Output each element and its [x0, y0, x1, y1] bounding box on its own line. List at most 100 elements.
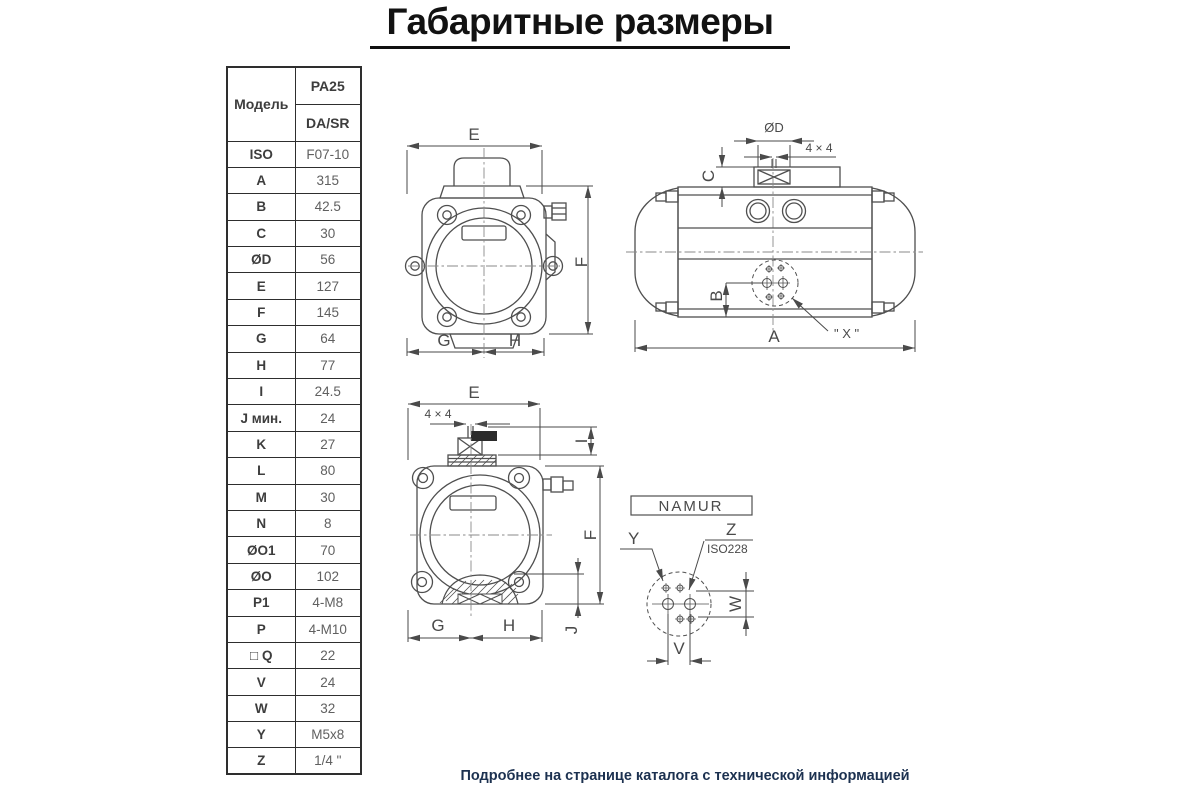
- x-position-label: " X ": [834, 326, 860, 341]
- model-name-cell: PA25: [294, 66, 362, 105]
- value-cell: 4-M8: [294, 589, 362, 617]
- page-title-block: Габаритные размеры: [370, 2, 790, 49]
- dim-label-e: E: [468, 383, 479, 402]
- dim-label-v: V: [673, 639, 685, 658]
- param-cell: E: [226, 272, 296, 300]
- dim-label-z: Z: [726, 520, 736, 539]
- param-cell: M: [226, 483, 296, 511]
- dim-label-key: 4 × 4: [424, 407, 451, 421]
- value-cell: 8: [294, 509, 362, 538]
- dim-label-h: H: [503, 616, 515, 635]
- param-cell: ISO: [226, 140, 296, 168]
- namur-title: NAMUR: [659, 498, 724, 515]
- front-view-top-drawing: E F G H: [392, 122, 602, 367]
- dim-label-f: F: [572, 257, 591, 267]
- dim-label-b: B: [707, 290, 726, 301]
- dimension-lines: [406, 142, 593, 356]
- centerlines: [626, 158, 923, 332]
- param-cell: C: [226, 219, 296, 248]
- table-row: J мин.24: [226, 404, 362, 432]
- value-cell: 24.5: [294, 378, 362, 406]
- value-cell: 22: [294, 641, 362, 670]
- namur-box: [630, 495, 753, 516]
- dim-label-j: J: [562, 626, 581, 635]
- param-cell: G: [226, 325, 296, 353]
- dim-label-g: G: [437, 331, 450, 350]
- value-cell: 27: [294, 430, 362, 459]
- param-cell: ØD: [226, 246, 296, 274]
- dim-label-h: H: [509, 331, 521, 350]
- param-cell: ØO1: [226, 536, 296, 564]
- actuator-front-section-body: [410, 426, 574, 605]
- namur-hole-pattern: [646, 571, 712, 637]
- page-title: Габаритные размеры: [370, 2, 790, 49]
- value-cell: 145: [294, 298, 362, 327]
- bottom-gasket-stack: [457, 593, 503, 605]
- param-cell: H: [226, 351, 296, 380]
- dim-label-f: F: [581, 530, 600, 540]
- param-cell: A: [226, 166, 296, 195]
- dim-label-d: ØD: [764, 120, 784, 135]
- value-cell: 315: [294, 166, 362, 195]
- param-cell: ØO: [226, 562, 296, 591]
- param-cell: F: [226, 298, 296, 327]
- dim-label-w: W: [726, 596, 745, 612]
- param-cell: Z: [226, 747, 296, 775]
- centerlines: [408, 148, 560, 358]
- model-type-cell: DA/SR: [294, 103, 362, 142]
- centerlines: [410, 424, 552, 616]
- value-cell: 24: [294, 668, 362, 696]
- value-cell: 1/4 ": [294, 747, 362, 775]
- dimension-lines: [407, 400, 604, 642]
- value-cell: 102: [294, 562, 362, 591]
- gasket-hatch: [449, 454, 497, 467]
- value-cell: F07-10: [294, 140, 362, 168]
- param-cell: Y: [226, 721, 296, 749]
- namur-dimension-lines: [620, 539, 754, 665]
- param-cell: J мин.: [226, 404, 296, 432]
- value-cell: 4-M10: [294, 615, 362, 643]
- value-cell: M5x8: [294, 721, 362, 749]
- model-label-cell: Модель: [226, 66, 296, 142]
- side-view-drawing: ØD 4 × 4 C B A " X ": [622, 112, 927, 367]
- actuator-side-body: [634, 166, 916, 318]
- value-cell: 30: [294, 483, 362, 511]
- namur-detail-drawing: NAMUR: [612, 487, 812, 682]
- dim-label-i: I: [572, 439, 591, 444]
- dim-label-y: Y: [628, 529, 639, 548]
- dim-label-e: E: [468, 125, 479, 144]
- param-cell: B: [226, 193, 296, 221]
- value-cell: 56: [294, 246, 362, 274]
- param-cell: L: [226, 457, 296, 485]
- front-section-drawing: E 4 × 4 I F J G H: [392, 382, 607, 667]
- dim-label-c: C: [699, 170, 718, 182]
- value-cell: 24: [294, 404, 362, 432]
- dim-label-key: 4 × 4: [805, 141, 832, 155]
- section-dome: [441, 574, 519, 605]
- dim-label-a: A: [768, 327, 780, 346]
- value-cell: 64: [294, 325, 362, 353]
- value-cell: 127: [294, 272, 362, 300]
- param-cell: V: [226, 668, 296, 696]
